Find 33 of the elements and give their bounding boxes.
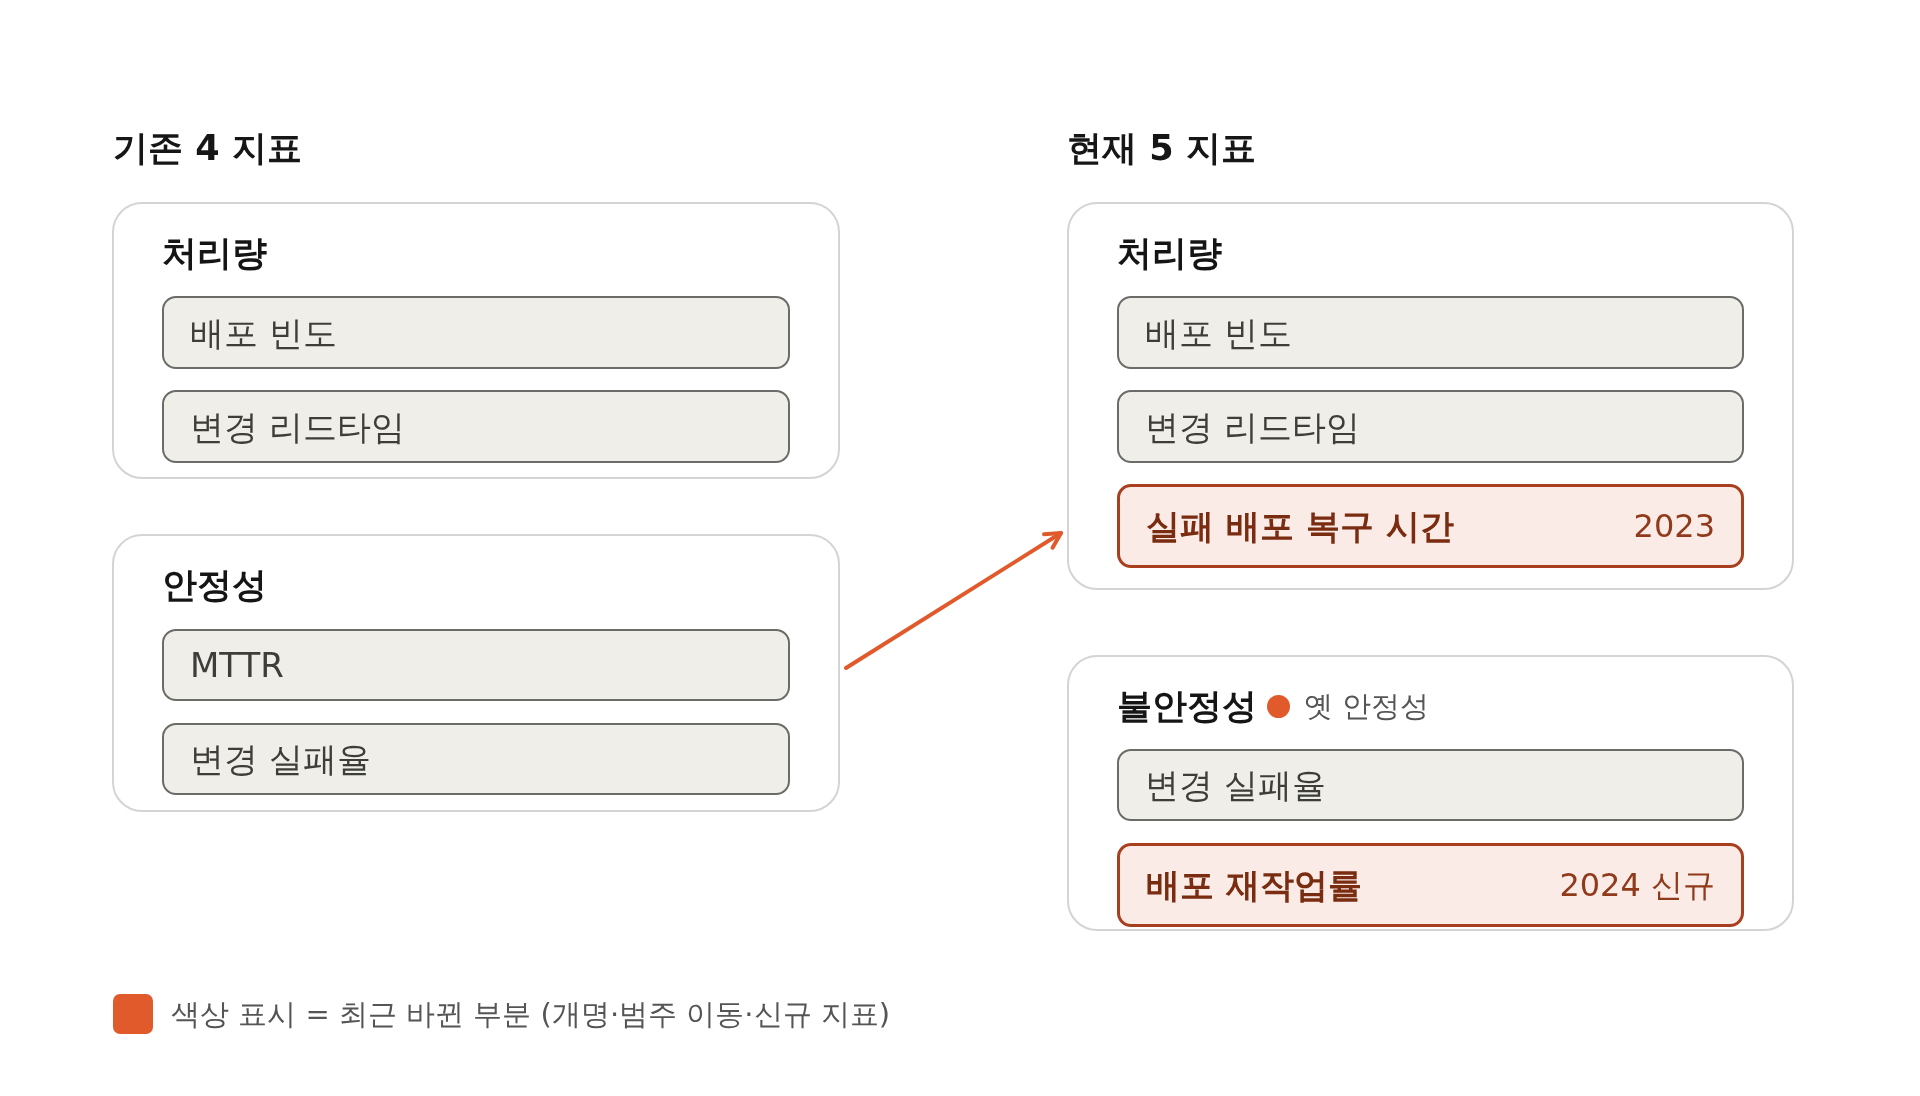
- metric-box: [162, 723, 790, 795]
- metric-box: [1117, 296, 1744, 369]
- metric-name: 배포 빈도: [1145, 311, 1292, 355]
- metric-name: 배포 빈도: [190, 311, 337, 355]
- metric-tag: 2024 신규: [1559, 863, 1715, 907]
- arrow: [844, 531, 1063, 670]
- column-heading: 기존 4 지표: [113, 127, 302, 170]
- metric-name: 실패 배포 복구 시간: [1146, 505, 1454, 548]
- group-panel: [1067, 202, 1794, 590]
- metric-name: 변경 실패율: [1145, 764, 1326, 807]
- metric-box: [162, 629, 790, 701]
- group-heading: 처리량: [162, 232, 267, 275]
- metric-tag: 2023: [1633, 504, 1715, 548]
- former-name: 옛 안정성: [1304, 688, 1430, 725]
- metric-box: [162, 390, 790, 463]
- column-heading: 현재 5 지표: [1067, 127, 1256, 170]
- changed-metric-box: [1117, 484, 1744, 568]
- metric-name: 변경 리드타임: [1145, 405, 1360, 449]
- metric-name: 변경 리드타임: [190, 405, 405, 449]
- group-panel: [112, 202, 840, 479]
- metric-box: [162, 296, 790, 369]
- metric-name: 변경 실패율: [190, 738, 371, 781]
- metric-name: 배포 재작업률: [1146, 864, 1362, 907]
- group-heading: 처리량: [1117, 232, 1222, 275]
- metric-box: [1117, 749, 1744, 821]
- group-panel: [112, 534, 840, 812]
- metric-box: [1117, 390, 1744, 463]
- group-heading: 불안정성: [1117, 685, 1257, 728]
- group-heading: 안정성: [162, 564, 267, 607]
- metric-name: MTTR: [190, 644, 284, 687]
- changed-metric-box: [1117, 843, 1744, 927]
- group-panel: [1067, 655, 1794, 931]
- legend-text: 색상 표시 = 최근 바뀐 부분 (개명·범주 이동·신규 지표): [171, 996, 891, 1033]
